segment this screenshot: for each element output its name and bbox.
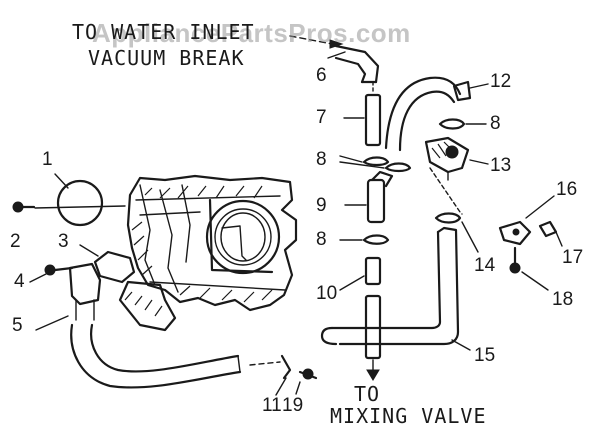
callout-8b: 8 — [316, 229, 327, 250]
hose-7 — [343, 81, 382, 147]
caption-inlet-line1: TO WATER INLET — [72, 20, 255, 44]
callout-10: 10 — [316, 283, 338, 304]
callout-4: 4 — [14, 271, 25, 292]
callout-19: 19 — [282, 395, 304, 416]
callout-15: 15 — [474, 345, 496, 366]
valve-13 — [424, 136, 489, 215]
callout-13: 13 — [490, 155, 512, 176]
clamp-8-lower — [339, 234, 390, 245]
callout-8c: 8 — [490, 113, 501, 134]
fitting-19 — [295, 368, 318, 395]
callout-1: 1 — [42, 149, 53, 170]
hose-6 — [327, 44, 380, 84]
watermark: AppliancePartsPros.com — [92, 18, 411, 48]
bracket-3 — [79, 244, 136, 284]
hose-to-mixing-valve — [364, 294, 382, 381]
screw-18 — [509, 246, 549, 291]
screw-2 — [12, 201, 36, 213]
clip-17 — [538, 220, 563, 247]
pump-housing — [118, 174, 298, 332]
callout-18: 18 — [552, 289, 574, 310]
bracket-16 — [498, 195, 555, 246]
clamp-8-right — [438, 118, 487, 130]
callout-3: 3 — [58, 231, 69, 252]
callout-11: 11 — [262, 395, 282, 416]
callout-5: 5 — [12, 315, 23, 336]
gasket-ring — [34, 173, 126, 227]
caption-outlet-line1: TO — [354, 382, 381, 406]
clamp-14 — [434, 212, 479, 253]
clamp-11 — [275, 354, 292, 396]
callout-14: 14 — [474, 255, 496, 276]
screw-4 — [29, 264, 74, 283]
caption-outlet-line2: MIXING VALVE — [330, 404, 487, 428]
callout-7: 7 — [316, 107, 327, 128]
hose-10 — [339, 256, 382, 291]
clamps-8 — [339, 155, 412, 173]
callout-17: 17 — [562, 247, 584, 268]
inlet-leader — [289, 35, 344, 49]
hose-15 — [320, 226, 471, 351]
caption-inlet-line2: VACUUM BREAK — [88, 46, 245, 70]
tee-9 — [344, 170, 394, 224]
callout-12: 12 — [490, 71, 512, 92]
callout-8a: 8 — [316, 149, 327, 170]
callout-16: 16 — [556, 179, 578, 200]
elbow-fitting-5 — [35, 262, 102, 331]
hose-12 — [384, 76, 489, 152]
callout-2: 2 — [10, 231, 21, 252]
drain-hose — [70, 323, 281, 389]
callout-9: 9 — [316, 195, 327, 216]
callout-6: 6 — [316, 65, 327, 86]
